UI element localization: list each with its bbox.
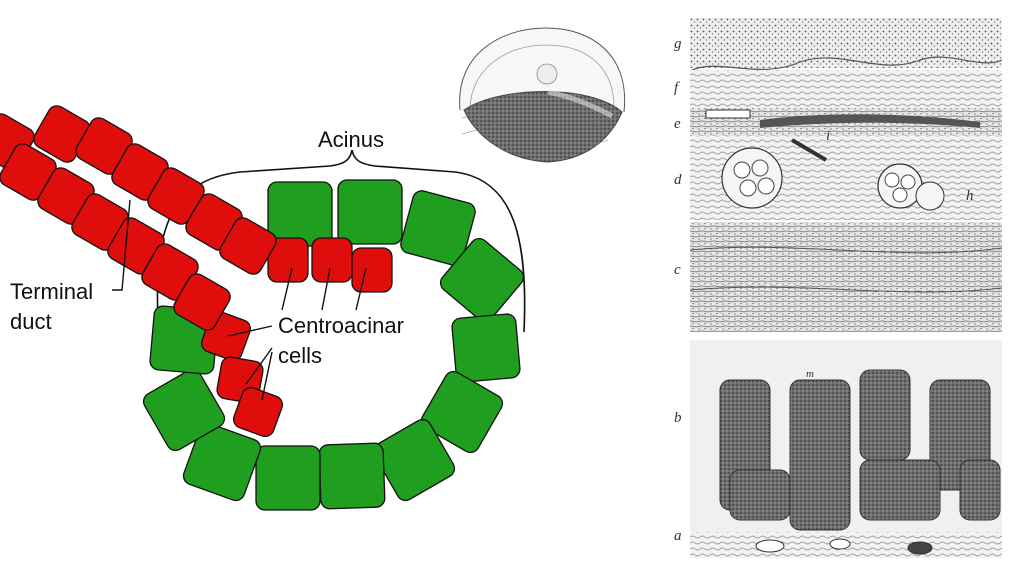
layer-letter-f: f xyxy=(674,80,679,96)
layer-g-border xyxy=(691,56,1003,71)
inset-lobules xyxy=(463,91,623,163)
acinar-cell xyxy=(142,368,226,452)
centroacinar-cell xyxy=(232,386,284,438)
terminal-duct-label-line2: duct xyxy=(10,309,52,334)
centroacinar-label-line1: Centroacinar xyxy=(278,313,404,338)
acinar-cell xyxy=(182,422,262,502)
centroacinar-leader-3 xyxy=(355,267,367,311)
centroacinar-leader-2 xyxy=(321,267,331,311)
duct-cells xyxy=(0,105,393,438)
layer-d-glands xyxy=(721,138,945,211)
label-leaders xyxy=(112,199,367,401)
muscle-bundle xyxy=(729,469,791,521)
inset-grid xyxy=(547,89,614,119)
inset-inner-curve xyxy=(469,44,615,111)
muscle-bundle xyxy=(959,459,1001,521)
acinar-cell xyxy=(255,445,321,511)
acinar-cell xyxy=(439,237,525,323)
layer-c-bands xyxy=(689,246,1003,293)
layer-e-vessel xyxy=(705,109,751,119)
layer-letter-e: e xyxy=(674,116,681,132)
layer-letter-b: b xyxy=(674,410,682,426)
centroacinar-leader-4 xyxy=(227,325,273,337)
centroacinar-leader-1 xyxy=(281,267,293,311)
acinus-label: Acinus xyxy=(318,127,385,152)
layer-c xyxy=(690,222,1002,332)
centroacinar-leader-6 xyxy=(261,351,273,401)
layer-g xyxy=(690,18,1002,68)
inner-letter-i: i xyxy=(826,128,831,144)
acinar-cell xyxy=(400,190,476,266)
acinar-cell xyxy=(420,370,504,454)
layer-letter-g: g xyxy=(674,36,682,52)
centroacinar-cell xyxy=(351,247,393,293)
layer-f xyxy=(690,70,1002,108)
acinar-cell xyxy=(267,181,333,247)
muscle-bundle xyxy=(789,379,851,531)
acinar-cells xyxy=(142,179,525,511)
centroacinar-label-line2: cells xyxy=(278,343,323,368)
layer-e-band xyxy=(760,114,980,128)
centroacinar-cell xyxy=(311,237,353,283)
acinar-cell xyxy=(318,442,386,510)
inner-letter-h: h xyxy=(966,188,974,204)
layer-letter-a: a xyxy=(674,528,682,544)
acinar-cell xyxy=(372,418,456,502)
gland-section-inset xyxy=(459,27,626,163)
acinar-cell xyxy=(451,313,521,383)
inner-letter-m: m xyxy=(806,368,814,380)
histology-section xyxy=(689,18,1003,558)
acinus-diagram xyxy=(0,105,526,511)
terminal-duct-label-line1: Terminal xyxy=(10,279,94,304)
layer-letter-c: c xyxy=(674,262,681,278)
duct-cell xyxy=(173,273,231,331)
muscle-bundle xyxy=(859,369,911,461)
layer-a-vessels xyxy=(755,538,933,555)
inset-annotations xyxy=(461,111,613,149)
layer-letter-d: d xyxy=(674,172,682,188)
muscle-bundle xyxy=(859,459,941,521)
duct-cell xyxy=(219,217,277,275)
terminal-duct-leader xyxy=(112,199,131,291)
inset-nodule xyxy=(536,63,558,85)
layer-b-bundles xyxy=(719,369,1001,531)
acinar-cell xyxy=(337,179,403,245)
centroacinar-leader-5 xyxy=(245,347,273,385)
